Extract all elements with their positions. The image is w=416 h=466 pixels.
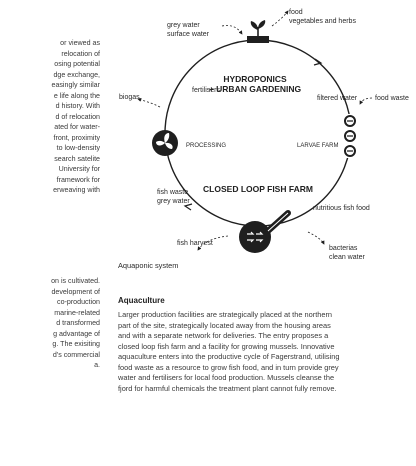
- plant-pot-icon: [247, 20, 269, 43]
- loop-arrow-left-icon: [183, 203, 193, 211]
- left-text-column-top: or viewed as relocation of osing potenti…: [0, 38, 101, 196]
- section-title: Aquaculture: [118, 296, 165, 305]
- text-line: g advantage of: [53, 329, 100, 338]
- paragraph-line: food waste as a resource to grow fish fo…: [118, 362, 339, 372]
- text-line: development of: [51, 287, 100, 296]
- fish-harvest-flow-arrow: [197, 235, 229, 251]
- diagram-caption: Aquaponic system: [118, 261, 178, 270]
- text-line: on is cultivated.: [51, 277, 100, 285]
- label-nutritious-fish-food: nutritious fish food: [313, 205, 370, 212]
- label-grey-water-2: grey water: [157, 198, 190, 205]
- diagram-center-title-bottom: CLOSED LOOP FISH FARM: [203, 184, 313, 194]
- text-line: d history. With: [55, 102, 100, 110]
- diagram-center-title-top-line2: + URBAN GARDENING: [209, 84, 302, 94]
- label-grey-water: grey water: [167, 22, 200, 29]
- text-line: dge exchange,: [53, 70, 100, 79]
- label-vegetables-herbs: vegetables and herbs: [289, 18, 356, 25]
- label-clean-water: clean water: [329, 254, 365, 261]
- food-flow-arrow: [271, 10, 289, 27]
- text-line: to low-density: [56, 144, 100, 152]
- food-waste-flow-arrow: [359, 97, 373, 105]
- text-line: g. The exisiting: [52, 340, 100, 348]
- paragraph-line: water and fertilisers for local food pro…: [118, 373, 335, 382]
- aquaponic-cycle-diagram: grey water surface water food vegetables…: [118, 9, 409, 270]
- text-line: a.: [94, 361, 100, 369]
- label-filtered-water: filtered water: [317, 95, 358, 102]
- loop-arrow-right-icon: [313, 58, 323, 66]
- grey-water-flow-arrow: [221, 25, 243, 35]
- text-line: ated for water-: [54, 123, 100, 131]
- paragraph-line: aquaculture enters into the productive c…: [118, 352, 340, 361]
- paragraph-line: closed loop fish farm and a facility for…: [118, 341, 335, 351]
- label-food-waste: food waste: [375, 95, 409, 102]
- label-larvae-farm: LARVAE FARM: [297, 143, 338, 149]
- label-fertilisers: fertilisers: [192, 87, 221, 94]
- paragraph-line: fjord for harmful chemicals the treatmen…: [118, 383, 337, 393]
- label-surface-water: surface water: [167, 31, 210, 38]
- biogas-flow-arrow: [137, 97, 161, 108]
- label-fish-harvest: fish harvest: [177, 240, 213, 247]
- text-line: osing potential: [54, 60, 100, 68]
- text-line: easingly similar: [51, 81, 101, 89]
- processing-fan-icon: [152, 130, 178, 156]
- paragraph-line: and with a separate network for deliveri…: [118, 331, 329, 340]
- text-line: co-production: [57, 298, 100, 306]
- label-biogas: biogas: [119, 94, 140, 101]
- label-food: food: [289, 9, 303, 16]
- paragraph-line: part of the site, strategically located …: [118, 320, 331, 330]
- label-fish-waste: fish waste: [157, 189, 188, 196]
- text-line: d of relocation: [55, 112, 100, 121]
- label-processing: PROCESSING: [186, 143, 226, 149]
- section-body: Larger production facilities are strateg…: [118, 310, 416, 394]
- diagram-center-title-top-line1: HYDROPONICS: [223, 74, 287, 84]
- cycle-loop-circle: [164, 39, 352, 227]
- text-line: front, proximity: [53, 133, 100, 142]
- paragraph-line: Larger production facilities are strateg…: [118, 310, 333, 319]
- text-line: search satelite: [54, 154, 100, 163]
- text-line: d's commercial: [52, 350, 100, 359]
- text-line: framework for: [56, 175, 100, 184]
- text-line: or viewed as: [60, 39, 100, 47]
- larvae-chain-icon: [344, 114, 356, 158]
- text-line: relocation of: [61, 49, 100, 58]
- fish-tank-icon: [239, 210, 291, 253]
- bacterias-flow-arrow: [307, 231, 325, 245]
- text-line: marine-related: [54, 308, 100, 317]
- text-line: e life along the: [53, 91, 100, 100]
- label-bacterias: bacterias: [329, 245, 358, 252]
- text-line: d transformed: [56, 319, 100, 327]
- left-text-column-bottom: on is cultivated. development of co-prod…: [0, 276, 100, 371]
- text-line: erweaving with: [53, 186, 100, 194]
- text-line: University for: [58, 165, 100, 173]
